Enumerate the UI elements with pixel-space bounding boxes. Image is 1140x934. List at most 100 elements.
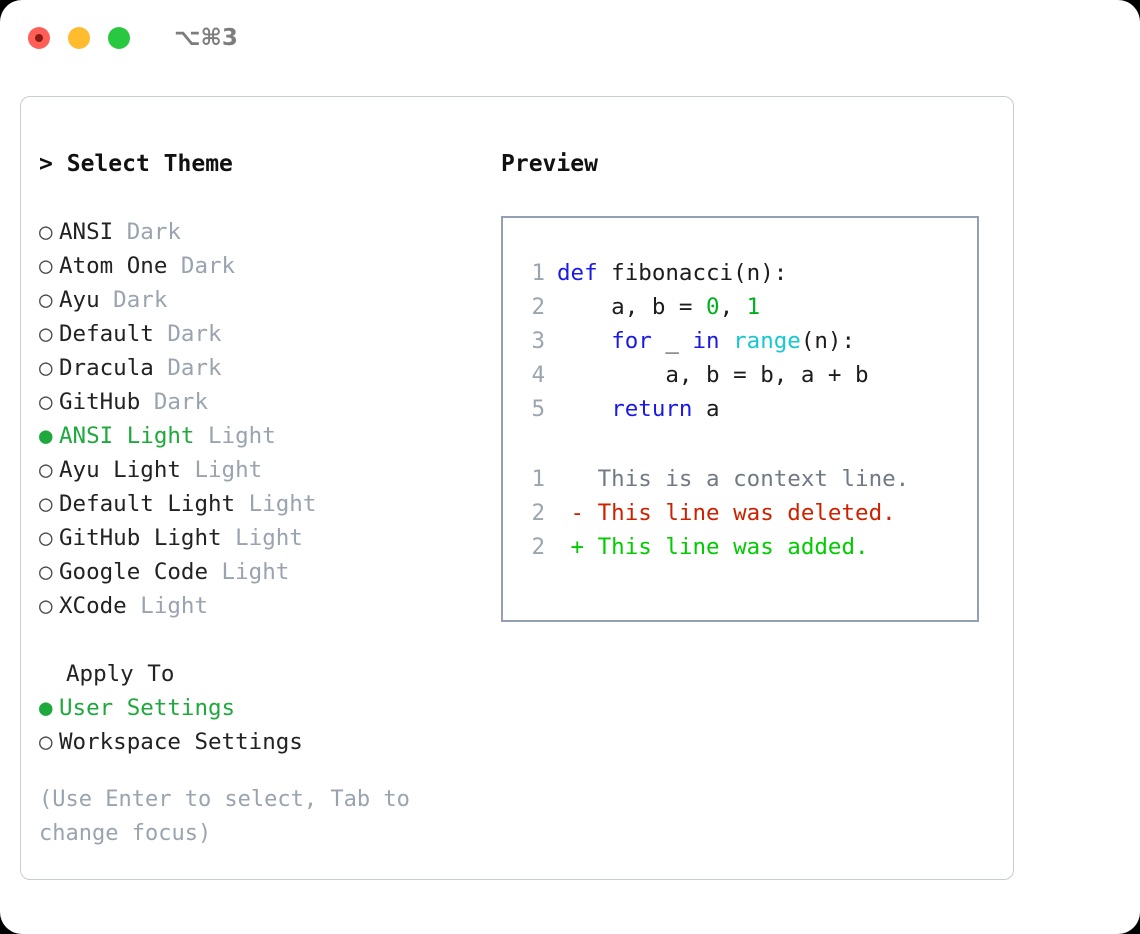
code-token: a, b = b, a + b: [557, 362, 869, 388]
theme-kind-badge: Light: [235, 491, 317, 517]
diff-marker: [557, 466, 584, 492]
code-token: return: [611, 396, 693, 422]
theme-name: Atom One: [59, 253, 168, 279]
line-number: 1: [531, 466, 545, 492]
radio-unselected-icon[interactable]: ○: [39, 389, 53, 415]
radio-selected-icon[interactable]: ●: [39, 695, 53, 721]
theme-list-item[interactable]: ○Google Code Light: [39, 555, 479, 589]
theme-name: GitHub: [59, 389, 141, 415]
preview-gap: [503, 426, 977, 462]
code-token: [720, 328, 734, 354]
theme-name: Ayu Light: [59, 457, 181, 483]
theme-list-item[interactable]: ○Default Light Light: [39, 487, 479, 521]
code-line: 4 a, b = b, a + b: [503, 358, 977, 392]
list-spacer: [39, 623, 479, 657]
code-token: [557, 396, 611, 422]
theme-list-item[interactable]: ○Ayu Light Light: [39, 453, 479, 487]
line-number: 4: [531, 362, 545, 388]
theme-kind-badge: Light: [126, 593, 209, 619]
theme-name: GitHub Light: [59, 525, 222, 551]
code-token: for: [611, 328, 652, 354]
apply-to-option[interactable]: ○Workspace Settings: [39, 725, 479, 759]
theme-kind-badge: Dark: [140, 389, 209, 415]
window-title-shortcut: ⌥⌘3: [174, 25, 238, 51]
apply-to-option-label: User Settings: [59, 695, 236, 721]
apply-to-label: Apply To: [66, 661, 175, 687]
radio-unselected-icon[interactable]: ○: [39, 525, 53, 551]
theme-list-item[interactable]: ○Default Dark: [39, 317, 479, 351]
diff-line: 1 This is a context line.: [503, 462, 977, 496]
radio-unselected-icon[interactable]: ○: [39, 355, 53, 381]
radio-unselected-icon[interactable]: ○: [39, 457, 53, 483]
radio-unselected-icon[interactable]: ○: [39, 729, 53, 755]
radio-unselected-icon[interactable]: ○: [39, 287, 53, 313]
radio-unselected-icon[interactable]: ○: [39, 321, 53, 347]
line-number: 5: [531, 396, 545, 422]
theme-name: Default: [59, 321, 154, 347]
minimize-button-icon[interactable]: [68, 27, 90, 49]
theme-list-item[interactable]: ○Dracula Dark: [39, 351, 479, 385]
theme-list-item[interactable]: ●ANSI Light Light: [39, 419, 479, 453]
select-theme-header: > Select Theme: [39, 147, 479, 215]
select-theme-title: Select Theme: [66, 151, 233, 177]
radio-selected-icon[interactable]: ●: [39, 423, 53, 449]
theme-kind-badge: Light: [180, 457, 263, 483]
preview-label: Preview: [501, 151, 598, 177]
code-token: ,: [719, 294, 747, 320]
theme-list-item[interactable]: ○GitHub Light Light: [39, 521, 479, 555]
header-caret-icon: >: [39, 151, 53, 177]
radio-unselected-icon[interactable]: ○: [39, 253, 53, 279]
theme-list-item[interactable]: ○XCode Light: [39, 589, 479, 623]
traffic-light-buttons: [28, 27, 130, 49]
radio-unselected-icon[interactable]: ○: [39, 559, 53, 585]
theme-selector-column: > Select Theme ○ANSI Dark○Atom One Dark○…: [39, 147, 479, 851]
window-titlebar: ⌥⌘3: [0, 0, 1140, 76]
theme-kind-badge: Dark: [113, 219, 181, 245]
radio-unselected-icon[interactable]: ○: [39, 491, 53, 517]
theme-name: Google Code: [59, 559, 209, 585]
diff-text: This line was added.: [584, 534, 869, 560]
theme-list: ○ANSI Dark○Atom One Dark○Ayu Dark○Defaul…: [39, 215, 479, 623]
apply-to-option[interactable]: ●User Settings: [39, 691, 479, 725]
code-line: 2 a, b = 0, 1: [503, 290, 977, 324]
theme-name: Ayu: [59, 287, 100, 313]
code-token: in: [692, 328, 720, 354]
diff-line: 2 + This line was added.: [503, 530, 977, 564]
theme-kind-badge: Dark: [99, 287, 168, 313]
diff-text: This is a context line.: [584, 466, 910, 492]
keyboard-hint-text: (Use Enter to select, Tab to change focu…: [39, 787, 410, 846]
maximize-button-icon[interactable]: [108, 27, 130, 49]
theme-list-item[interactable]: ○Atom One Dark: [39, 249, 479, 283]
diff-line: 2 - This line was deleted.: [503, 496, 977, 530]
close-button-icon[interactable]: [28, 27, 50, 49]
theme-list-item[interactable]: ○Ayu Dark: [39, 283, 479, 317]
line-number: 2: [531, 500, 545, 526]
code-token: range: [733, 328, 801, 354]
theme-kind-badge: Light: [221, 525, 303, 551]
code-token: fibonacci(n):: [597, 260, 788, 286]
line-number: 3: [531, 328, 545, 354]
theme-kind-badge: Light: [208, 559, 290, 585]
code-token: _: [651, 328, 693, 354]
line-number: 2: [531, 294, 545, 320]
code-token: 1: [746, 294, 761, 320]
code-token: a, b =: [557, 294, 707, 320]
code-token: 0: [706, 294, 720, 320]
apply-to-option-label: Workspace Settings: [59, 729, 303, 755]
theme-name: XCode: [59, 593, 127, 619]
code-line: 3 for _ in range(n):: [503, 324, 977, 358]
theme-list-item[interactable]: ○ANSI Dark: [39, 215, 479, 249]
radio-unselected-icon[interactable]: ○: [39, 219, 53, 245]
diff-sample: 1 This is a context line.2 - This line w…: [503, 462, 977, 564]
diff-marker: +: [557, 534, 585, 560]
main-panel: > Select Theme ○ANSI Dark○Atom One Dark○…: [20, 96, 1014, 880]
theme-list-item[interactable]: ○GitHub Dark: [39, 385, 479, 419]
code-line: 5 return a: [503, 392, 977, 426]
theme-kind-badge: Dark: [153, 321, 222, 347]
code-token: [557, 328, 611, 354]
code-token: def: [557, 260, 598, 286]
radio-unselected-icon[interactable]: ○: [39, 593, 53, 619]
